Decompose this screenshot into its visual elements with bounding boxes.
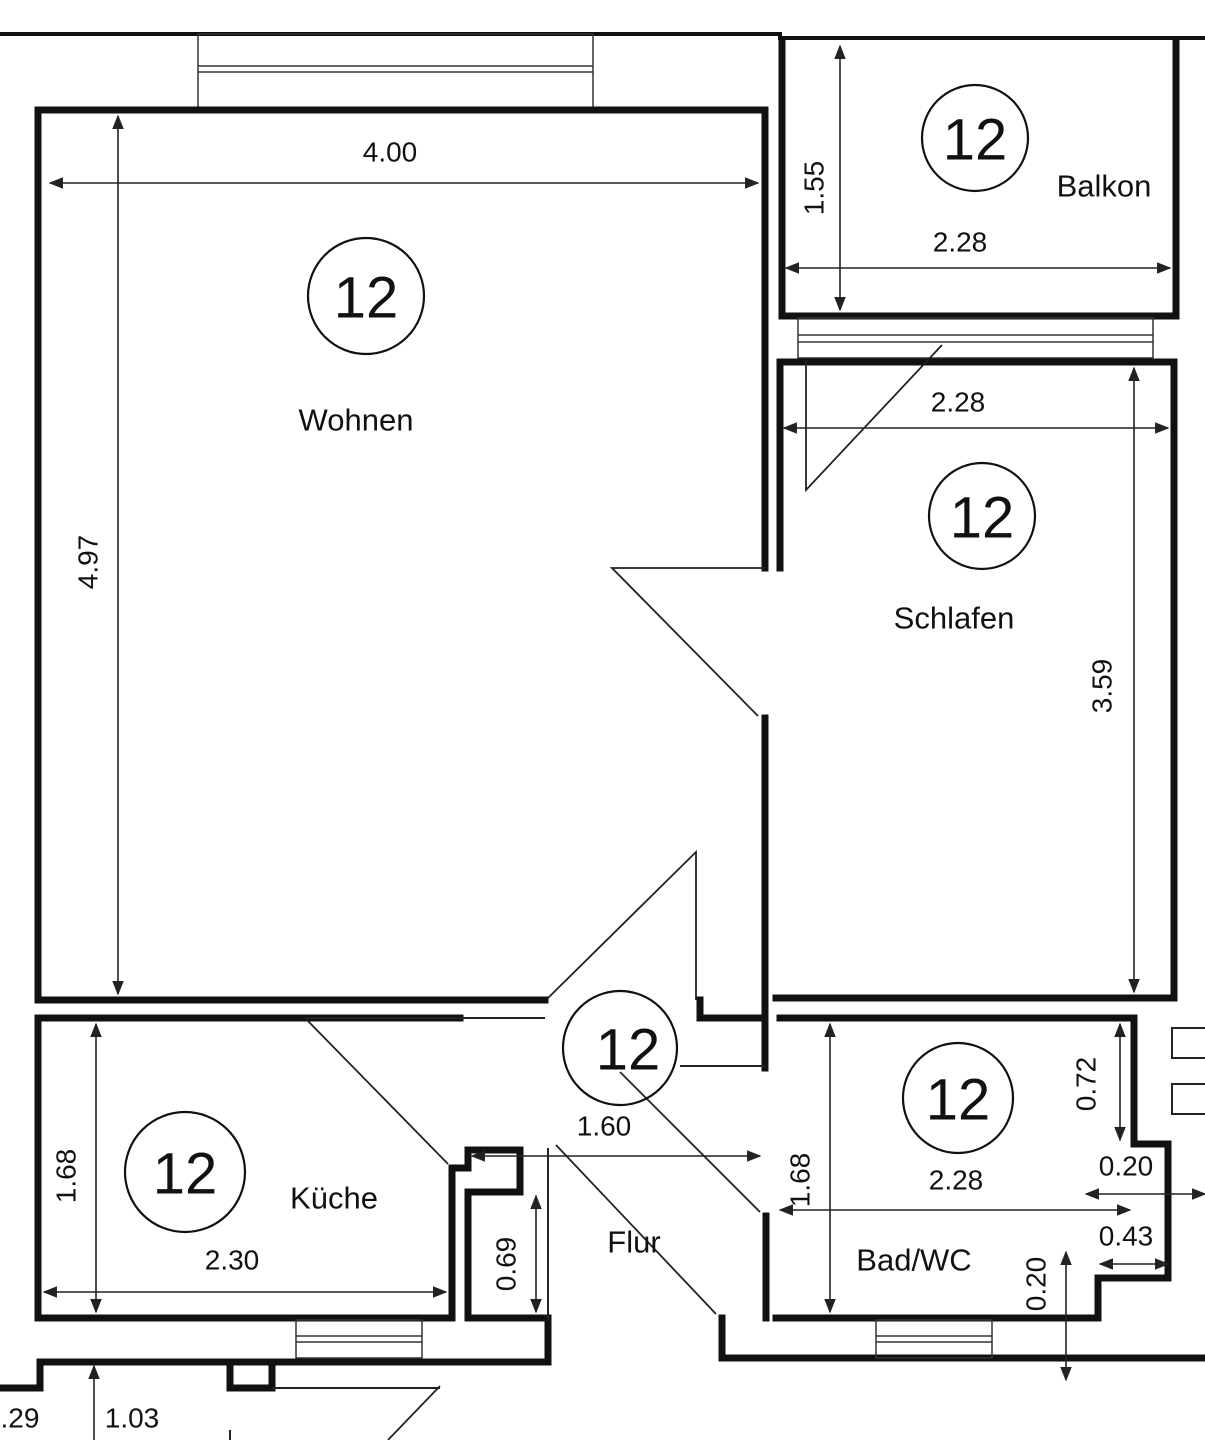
window-balkon-door [797,317,1154,359]
dim-label: 0.72 [1071,1057,1102,1112]
dim-label: 3.59 [1087,659,1118,714]
room-label-wohnen: Wohnen [299,403,414,438]
room-label-kueche: Küche [290,1181,378,1216]
dim-label: 1.68 [785,1153,816,1208]
room-bad-walls [718,1014,1205,1362]
dim-label: 0.20 [1099,1151,1154,1182]
window-kueche [295,1319,423,1359]
dim-label: 1.55 [799,161,830,216]
dim-label: 0.20 [1021,1257,1052,1312]
side-boxes [1171,1027,1205,1115]
room-badge-bad: 12 [901,1041,1015,1155]
room-wohnen-walls [34,106,769,1072]
window-bad [875,1319,993,1359]
door-flur-wohnen [547,849,697,1000]
room-badge-schlafen: 12 [927,461,1037,571]
room-number-schlafen: 12 [950,486,1015,551]
dim-label: 2.28 [931,387,986,418]
room-label-schlafen: Schlafen [894,601,1015,636]
window-wohnen [197,33,594,109]
door-wohnen-schlafen [609,567,765,717]
room-label-flur: Flur [607,1225,660,1260]
dim-label: 0.69 [491,1237,522,1292]
room-badge-kueche: 12 [123,1110,247,1234]
dim-label: 1.60 [577,1111,632,1142]
room-balkon-walls [778,38,1180,320]
room-number-balkon: 12 [943,108,1008,173]
room-schlafen-walls [772,358,1178,1002]
room-badge-balkon: 12 [920,83,1030,193]
door-schlafen-balkon [805,344,943,493]
dim-label: 1.68 [51,1149,82,1204]
room-number-flur: 12 [596,1018,661,1083]
exterior-walls [0,32,1205,318]
room-badge-wohnen: 12 [306,236,426,356]
dimension-lines [42,44,1205,1440]
dim-label: 2.30 [205,1245,260,1276]
dim-label: .29 [1,1403,40,1434]
dim-label: 4.97 [73,535,104,590]
dim-label: 0.43 [1099,1221,1154,1252]
dim-label: 4.00 [363,137,418,168]
door-flur-bad [555,1071,761,1315]
room-number-kueche: 12 [153,1142,218,1207]
room-number-wohnen: 12 [334,266,399,331]
room-flur-walls [36,996,769,1366]
room-label-bad: Bad/WC [856,1243,971,1278]
lower-walls [0,1358,441,1440]
dim-label: 1.03 [105,1403,160,1434]
dim-label: 2.28 [929,1165,984,1196]
room-label-balkon: Balkon [1057,169,1152,204]
door-kueche [304,1017,545,1165]
room-number-bad: 12 [926,1068,991,1133]
dim-label: 2.28 [933,227,988,258]
room-badge-flur: 12 [561,989,679,1107]
